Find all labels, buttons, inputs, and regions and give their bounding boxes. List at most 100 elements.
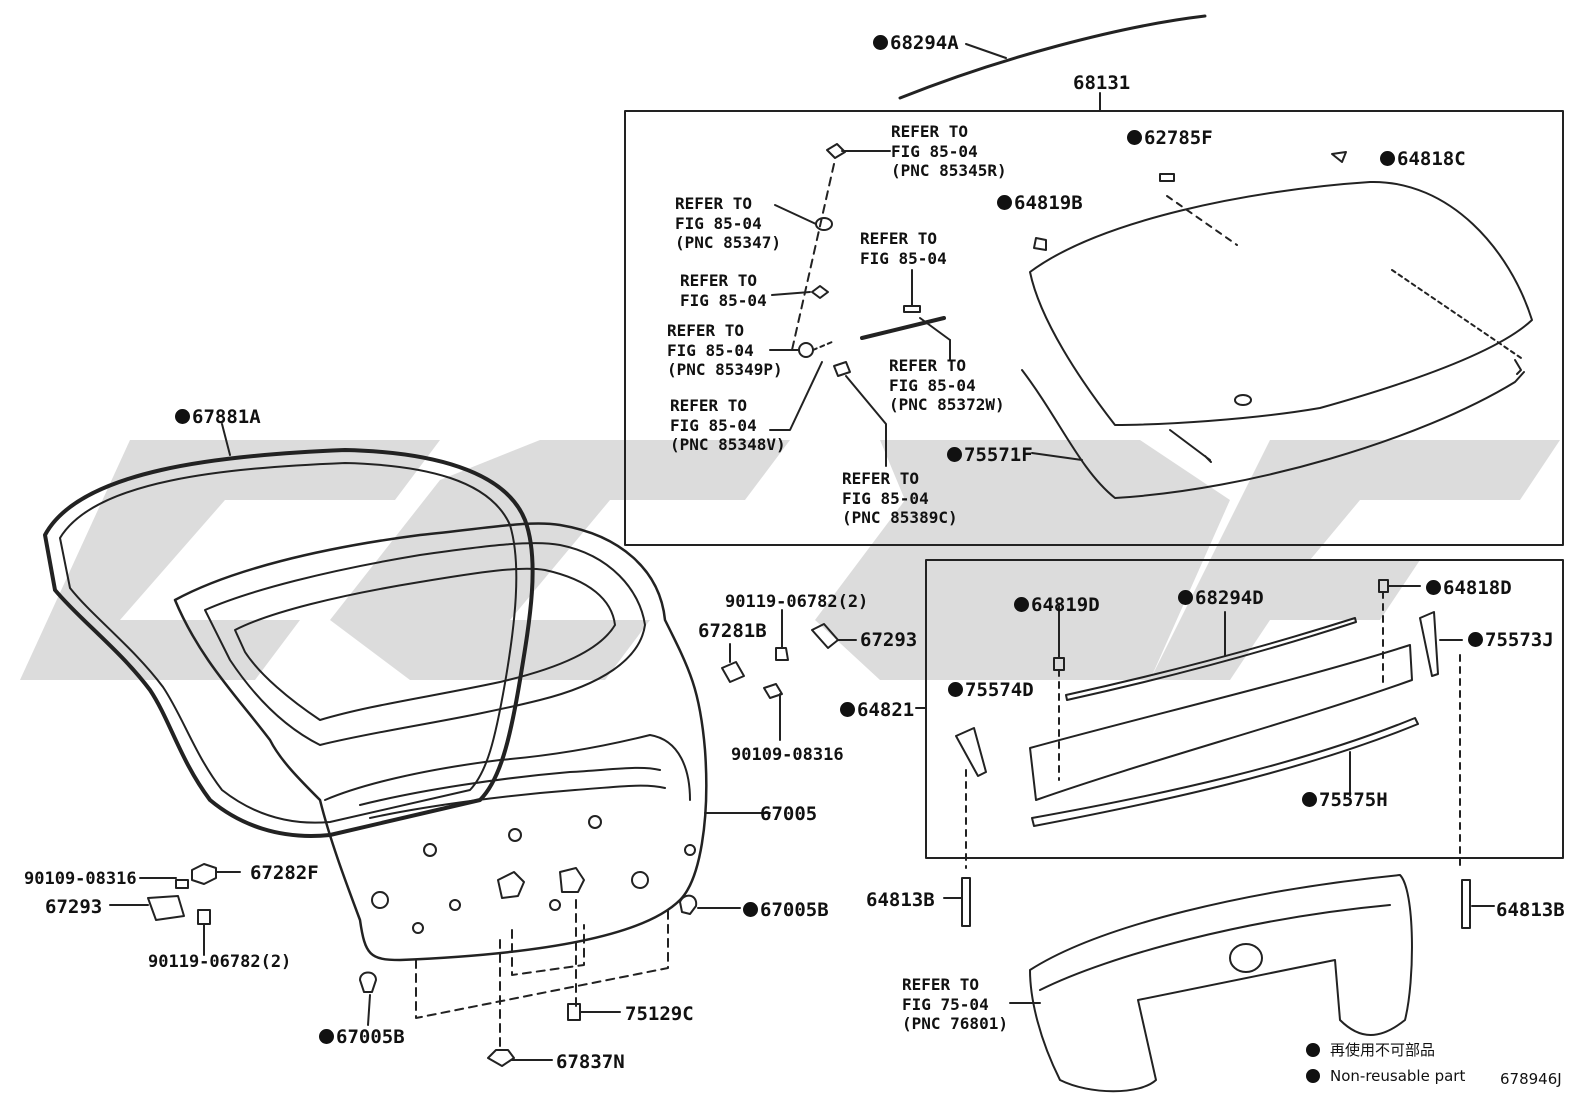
ref-line: REFER TO bbox=[675, 194, 753, 213]
figure-code: 678946J bbox=[1500, 1070, 1562, 1088]
ref-line: FIG 75-04 bbox=[902, 994, 989, 1014]
ref-line: FIG 85-04 bbox=[667, 340, 754, 360]
ref-line: FIG 85-04 bbox=[670, 415, 757, 435]
legend-text-jp: 再使用不可部品 bbox=[1330, 1041, 1436, 1059]
label-75575H: 75575H bbox=[1302, 790, 1388, 810]
liftgate-panel bbox=[173, 522, 708, 962]
label-64818C: 64818C bbox=[1380, 149, 1466, 169]
non-reusable-dot bbox=[948, 682, 963, 697]
roof-molding bbox=[898, 14, 1207, 100]
label-67281B: 67281B bbox=[698, 620, 767, 642]
non-reusable-dot bbox=[873, 35, 888, 50]
ref-line: REFER TO bbox=[680, 271, 758, 290]
non-reusable-dot bbox=[840, 702, 855, 717]
non-reusable-dot bbox=[1302, 792, 1317, 807]
label-64819B: 64819B bbox=[997, 193, 1083, 213]
label-67837N: 67837N bbox=[556, 1051, 625, 1073]
label-90109-right: 90109-08316 bbox=[731, 745, 844, 765]
non-reusable-dot bbox=[1127, 130, 1142, 145]
ref-line: (PNC 85389C) bbox=[842, 508, 958, 527]
label-68294D: 68294D bbox=[1178, 588, 1264, 608]
back-door-garnish bbox=[1029, 874, 1413, 1093]
part-number: 64821 bbox=[857, 699, 915, 721]
non-reusable-dot bbox=[743, 902, 758, 917]
label-90119-top: 90119-06782(2) bbox=[725, 592, 869, 612]
label-75571F: 75571F bbox=[947, 445, 1033, 465]
label-64821: 64821 bbox=[840, 700, 914, 720]
ref-line: (PNC 85348V) bbox=[670, 435, 786, 454]
ref-line: FIG 85-04 bbox=[891, 141, 978, 161]
non-reusable-dot bbox=[1468, 632, 1483, 647]
ref-line: REFER TO bbox=[670, 396, 748, 415]
part-number: 64819D bbox=[1031, 594, 1100, 616]
non-reusable-dot bbox=[175, 409, 190, 424]
ref-line: REFER TO bbox=[902, 975, 980, 994]
label-67005B-right: 67005B bbox=[743, 900, 829, 920]
label-64813B-right: 64813B bbox=[1496, 899, 1565, 921]
label-75129C: 75129C bbox=[625, 1003, 694, 1025]
non-reusable-dot bbox=[1380, 151, 1395, 166]
part-number: 68294A bbox=[890, 32, 959, 54]
ref-line: REFER TO bbox=[860, 229, 938, 248]
ref-line: REFER TO bbox=[842, 469, 920, 488]
label-64813B-left: 64813B bbox=[866, 889, 935, 911]
label-62785F: 62785F bbox=[1127, 128, 1213, 148]
ref-line: REFER TO bbox=[891, 122, 969, 141]
label-68294A: 68294A bbox=[873, 33, 959, 53]
back-window-glass bbox=[1029, 180, 1533, 426]
part-number: 64818D bbox=[1443, 577, 1512, 599]
part-number: 62785F bbox=[1144, 127, 1213, 149]
part-number: 75571F bbox=[964, 444, 1033, 466]
label-64819D: 64819D bbox=[1014, 595, 1100, 615]
non-reusable-dot bbox=[1426, 580, 1441, 595]
ref-line: (PNC 85347) bbox=[675, 233, 781, 252]
part-number: 68294D bbox=[1195, 587, 1264, 609]
part-number: 75573J bbox=[1485, 629, 1554, 651]
ref-line: FIG 85-04 bbox=[860, 248, 947, 268]
legend-text-en: Non-reusable part bbox=[1330, 1067, 1466, 1085]
label-90109-left: 90109-08316 bbox=[24, 869, 137, 889]
non-reusable-dot bbox=[1014, 597, 1029, 612]
label-67293-right: 67293 bbox=[860, 629, 918, 651]
label-67005: 67005 bbox=[760, 803, 818, 825]
ref-line: FIG 85-04 bbox=[680, 290, 767, 310]
legend-jp: 再使用不可部品 bbox=[1306, 1039, 1435, 1061]
glass-group-box bbox=[624, 110, 1564, 546]
ref-line: FIG 85-04 bbox=[889, 375, 976, 395]
non-reusable-dot bbox=[319, 1029, 334, 1044]
legend-en: Non-reusable part bbox=[1306, 1065, 1465, 1087]
label-67005B-left: 67005B bbox=[319, 1027, 405, 1047]
part-number: 75575H bbox=[1319, 789, 1388, 811]
label-64818D: 64818D bbox=[1426, 578, 1512, 598]
label-67881A: 67881A bbox=[175, 407, 261, 427]
label-90119-bottom: 90119-06782(2) bbox=[148, 952, 292, 972]
label-67282F: 67282F bbox=[250, 862, 319, 884]
part-number: 64818C bbox=[1397, 148, 1466, 170]
part-number: 75574D bbox=[965, 679, 1034, 701]
ref-line: (PNC 85349P) bbox=[667, 360, 783, 379]
ref-line: FIG 85-04 bbox=[675, 213, 762, 233]
ref-line: (PNC 76801) bbox=[902, 1014, 1008, 1033]
ref-line: (PNC 85345R) bbox=[891, 161, 1007, 180]
ref-line: FIG 85-04 bbox=[842, 488, 929, 508]
part-number: 67005B bbox=[760, 899, 829, 921]
ref-line: REFER TO bbox=[667, 321, 745, 340]
ref-line: (PNC 85372W) bbox=[889, 395, 1005, 414]
label-75574D: 75574D bbox=[948, 680, 1034, 700]
part-number: 67005B bbox=[336, 1026, 405, 1048]
part-number: 67881A bbox=[192, 406, 261, 428]
non-reusable-dot bbox=[1178, 590, 1193, 605]
ref-line: REFER TO bbox=[889, 356, 967, 375]
label-67293-left: 67293 bbox=[45, 896, 103, 918]
